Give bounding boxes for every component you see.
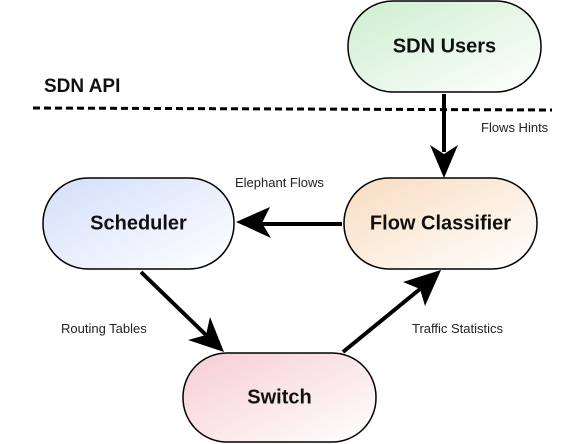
edge-users-to-classifier [430, 94, 458, 178]
arrowhead-switch-to-classifier [403, 270, 441, 306]
scheduler-label: Scheduler [90, 212, 187, 234]
node-flow-classifier: Flow Classifier [343, 177, 538, 270]
sdn-users-label: SDN Users [393, 35, 496, 57]
flows-hints-label: Flows Hints [481, 120, 549, 135]
edge-switch-to-classifier [341, 270, 441, 354]
routing-tables-label: Routing Tables [61, 321, 147, 336]
arrowhead-scheduler-to-switch [188, 317, 224, 352]
elephant-flows-label: Elephant Flows [235, 175, 324, 190]
node-switch: Switch [182, 352, 377, 443]
api-boundary-line [32, 106, 553, 112]
sdn-api-label: SDN API [44, 76, 120, 97]
arrowhead-classifier-to-scheduler [236, 207, 271, 238]
edge-scheduler-to-switch [139, 270, 224, 352]
edge-classifier-to-scheduler [236, 207, 342, 238]
node-scheduler: Scheduler [42, 177, 235, 270]
traffic-statistics-label: Traffic Statistics [412, 321, 504, 336]
switch-label: Switch [247, 386, 311, 408]
flow-classifier-label: Flow Classifier [370, 212, 511, 234]
arrowhead-users-to-classifier [430, 145, 458, 178]
node-sdn-users: SDN Users [347, 0, 542, 93]
